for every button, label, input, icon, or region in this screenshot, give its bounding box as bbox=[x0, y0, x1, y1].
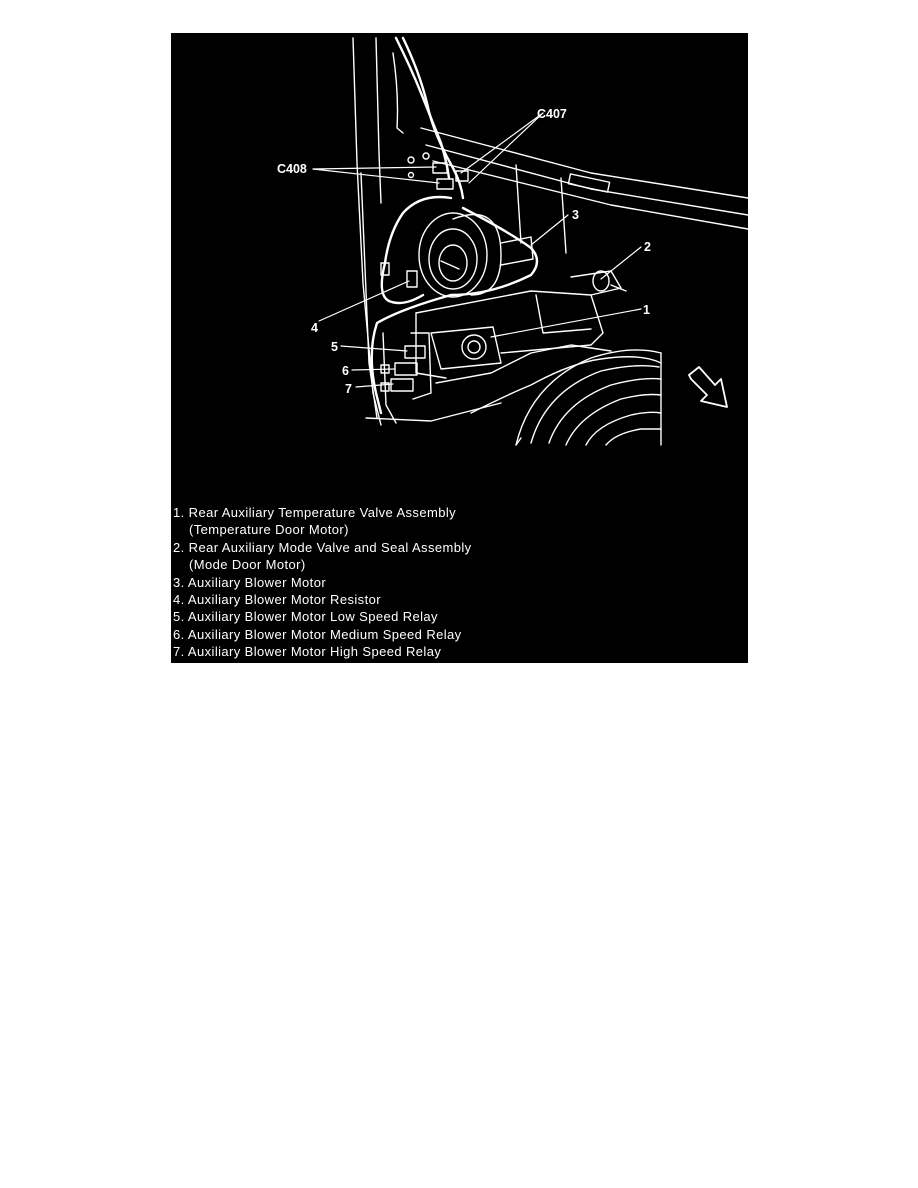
blower-motor-resistor bbox=[380, 262, 418, 288]
body-pillar bbox=[352, 37, 502, 426]
callout-leaders bbox=[312, 112, 642, 388]
callout-3: 3 bbox=[572, 208, 579, 222]
callout-c408: C408 bbox=[277, 162, 307, 176]
callout-6: 6 bbox=[342, 364, 349, 378]
legend-item-4: 4. Auxiliary Blower Motor Resistor bbox=[173, 592, 381, 608]
component-legend: 1. Rear Auxiliary Temperature Valve Asse… bbox=[173, 504, 743, 661]
auxiliary-blower-motor bbox=[418, 212, 534, 298]
legend-item-2: 2. Rear Auxiliary Mode Valve and Seal As… bbox=[173, 539, 472, 555]
wheel-house bbox=[515, 349, 662, 446]
legend-item-3: 3. Auxiliary Blower Motor bbox=[173, 574, 327, 590]
callout-2: 2 bbox=[644, 240, 651, 254]
roof-rail bbox=[420, 127, 748, 254]
callout-1: 1 bbox=[643, 303, 650, 317]
wiring-harness bbox=[370, 36, 539, 415]
callout-c407: C407 bbox=[537, 107, 567, 121]
legend-item-1-detail: (Temperature Door Motor) bbox=[189, 522, 349, 538]
callout-5: 5 bbox=[331, 340, 338, 354]
callout-7: 7 bbox=[345, 382, 352, 396]
legend-item-6: 6. Auxiliary Blower Motor Medium Speed R… bbox=[173, 626, 462, 642]
legend-item-1: 1. Rear Auxiliary Temperature Valve Asse… bbox=[173, 505, 457, 520]
legend-item-7: 7. Auxiliary Blower Motor High Speed Rel… bbox=[173, 644, 442, 660]
relay-pack bbox=[380, 332, 432, 400]
legend-item-2-detail: (Mode Door Motor) bbox=[189, 557, 306, 573]
legend-item-5: 5. Auxiliary Blower Motor Low Speed Rela… bbox=[173, 609, 438, 625]
component-locator-figure: C407 C408 3 2 1 4 5 6 7 1. Rear Auxiliar… bbox=[171, 33, 748, 663]
orientation-arrow-icon bbox=[688, 366, 728, 408]
callout-4: 4 bbox=[311, 321, 318, 335]
connector-cluster bbox=[407, 152, 469, 190]
hvac-case bbox=[415, 270, 662, 414]
hvac-line-drawing: C407 C408 3 2 1 4 5 6 7 bbox=[277, 36, 748, 446]
